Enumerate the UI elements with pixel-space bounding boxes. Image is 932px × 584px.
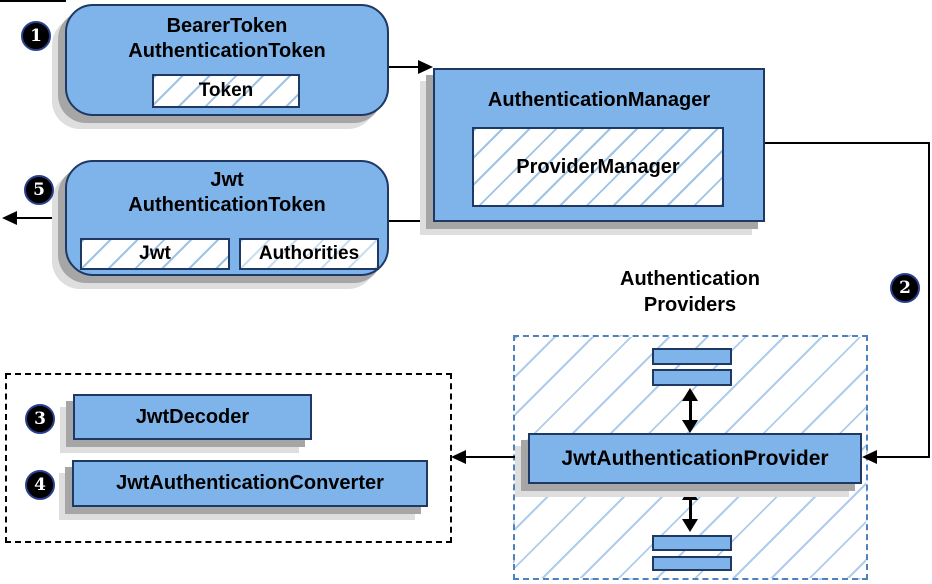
arrowhead-left-icon <box>451 450 466 464</box>
jwt-field: Jwt <box>80 238 230 270</box>
jwt-authentication-converter-node: JwtAuthenticationConverter <box>72 460 428 507</box>
provider-stack-top-bar-1 <box>652 348 732 365</box>
edge-provider-to-converters <box>465 456 528 458</box>
bearer-token-title: BearerToken AuthenticationToken <box>67 14 387 64</box>
arrowhead-down-icon <box>682 420 698 433</box>
step-3-badge: 3 <box>25 404 55 434</box>
token-field-label: Token <box>198 80 254 101</box>
provider-manager-label: ProviderManager <box>516 155 680 178</box>
jwt-authentication-token-node: Jwt AuthenticationToken Jwt Authorities <box>65 160 389 276</box>
jwt-authentication-token-title-line1: Jwt <box>210 169 244 191</box>
edge-bearer-to-manager <box>389 66 420 68</box>
authentication-manager-title: AuthenticationManager <box>487 89 711 111</box>
provider-manager-field: ProviderManager <box>472 127 724 207</box>
authorities-field: Authorities <box>239 238 379 270</box>
jwt-decoder-node: JwtDecoder <box>73 394 312 440</box>
step-5-badge: 5 <box>24 175 54 205</box>
edge-manager-right <box>765 142 930 144</box>
jwt-field-label: Jwt <box>139 243 171 264</box>
arrowhead-right-icon <box>418 60 433 74</box>
jwt-authentication-converter-label: JwtAuthenticationConverter <box>116 472 384 494</box>
bearer-token-field-token: Token <box>152 74 300 108</box>
edge-provider-down-link <box>689 496 692 522</box>
jwt-authentication-provider-node: JwtAuthenticationProvider <box>528 433 862 484</box>
step-2-badge: 2 <box>890 273 920 303</box>
edge-into-provider <box>876 456 930 458</box>
edge-right-vertical <box>928 142 930 458</box>
arrowhead-down-icon <box>682 519 698 532</box>
edge-jwt-token-out <box>14 217 67 219</box>
authentication-providers-title-line1: Authentication <box>620 268 760 290</box>
arrowhead-up-icon <box>682 487 698 500</box>
provider-stack-bottom-bar-2 <box>652 556 732 571</box>
bearer-token-node: BearerToken AuthenticationToken Token <box>65 4 389 116</box>
arrowhead-left-icon <box>2 211 17 225</box>
provider-stack-top-bar-2 <box>652 369 732 386</box>
arrowhead-left-icon <box>862 450 877 464</box>
edge-provider-up-link <box>689 397 692 423</box>
arrowhead-up-icon <box>682 388 698 401</box>
jwt-authentication-provider-label: JwtAuthenticationProvider <box>561 446 829 470</box>
edge-manager-to-jwt-token <box>389 220 434 222</box>
jwt-authentication-token-title-line2: AuthenticationToken <box>128 194 326 216</box>
step-1-badge: 1 <box>21 21 51 51</box>
step-4-badge: 4 <box>25 470 55 500</box>
bearer-token-title-line2: AuthenticationToken <box>128 40 326 62</box>
authorities-field-label: Authorities <box>258 243 360 264</box>
bearer-token-title-line1: BearerToken <box>166 15 288 37</box>
provider-stack-bottom-bar-1 <box>652 535 732 551</box>
edge-incoming-request <box>0 0 66 2</box>
authentication-providers-title: Authentication Providers <box>558 266 822 318</box>
jwt-decoder-label: JwtDecoder <box>135 405 250 428</box>
jwt-authentication-token-title: Jwt AuthenticationToken <box>67 168 387 218</box>
authentication-manager-node: AuthenticationManager ProviderManager <box>433 68 765 222</box>
authentication-providers-title-line2: Providers <box>643 294 737 316</box>
